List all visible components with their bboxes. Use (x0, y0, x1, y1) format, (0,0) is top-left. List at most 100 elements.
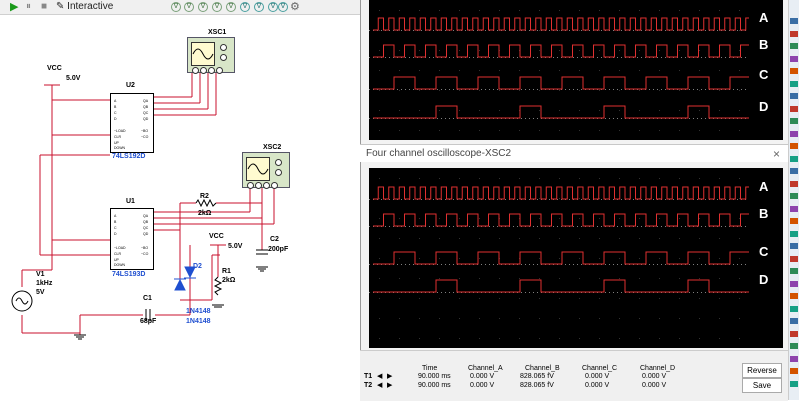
interactive-mode-button[interactable]: ✎ Interactive (56, 0, 113, 14)
instrument-icon[interactable] (790, 80, 798, 87)
xsc1-grid-dot (699, 110, 700, 111)
xsc1-grid-dot (659, 110, 660, 111)
svg-text:QC: QC (143, 226, 149, 230)
settings-icon[interactable]: ⚙ (290, 1, 300, 13)
reverse-button[interactable]: Reverse (742, 363, 782, 378)
xsc2-grid-dot (579, 258, 580, 259)
xsc1-grid-dot (619, 110, 620, 111)
xsc2-window-titlebar[interactable]: Four channel oscilloscope-XSC2 × (360, 144, 788, 163)
xsc1-channel-c-label: C (759, 67, 769, 82)
xsc2-grid-dot (719, 238, 720, 239)
xsc1-grid-dot (579, 70, 580, 71)
xsc2-grid-dot (619, 298, 620, 299)
t1-left-arrow-icon[interactable]: ◀ (377, 373, 383, 380)
instrument-icon[interactable] (790, 155, 798, 162)
t1-channel-b: 828.065 fV (520, 373, 554, 380)
toolbar-round-button-1[interactable]: ∇ (171, 2, 181, 12)
toolbar-round-button-9[interactable]: ∇ (278, 2, 288, 12)
svg-text:C: C (114, 111, 117, 115)
t2-channel-c: 0.000 V (585, 382, 610, 389)
instrument-icon[interactable] (790, 68, 798, 74)
toolbar-round-button-7[interactable]: ∇ (254, 2, 264, 12)
instrument-icon[interactable] (790, 268, 798, 274)
save-button[interactable]: Save (742, 378, 782, 393)
xsc1-terminal-d (216, 67, 223, 74)
instrument-icon[interactable] (790, 318, 798, 324)
svg-text:QA: QA (143, 214, 149, 218)
instrument-icon[interactable] (790, 280, 798, 287)
t2-left-arrow-icon[interactable]: ◀ (377, 382, 383, 389)
xsc2-grid-dot (539, 338, 540, 339)
instrument-icon[interactable] (790, 118, 798, 124)
instrument-icon[interactable] (790, 355, 798, 362)
xsc2-grid-dot (699, 338, 700, 339)
toolbar-round-button-6[interactable]: ∇ (240, 2, 250, 12)
xsc1-oscilloscope-icon[interactable] (187, 37, 235, 74)
stop-icon[interactable]: ■ (41, 1, 48, 12)
pause-icon[interactable]: ⏸ (26, 1, 31, 12)
xsc2-grid-dot (739, 198, 740, 199)
xsc2-grid-dot (439, 318, 440, 319)
instrument-icon[interactable] (790, 43, 798, 49)
instrument-icon[interactable] (790, 243, 798, 249)
instrument-icon[interactable] (790, 368, 798, 374)
play-icon[interactable]: ▶ (10, 1, 19, 13)
instrument-icon[interactable] (790, 18, 798, 24)
instrument-icon[interactable] (790, 105, 798, 112)
instrument-icon[interactable] (790, 168, 798, 174)
t1-right-arrow-icon[interactable]: ▶ (387, 373, 393, 380)
instrument-icon[interactable] (790, 218, 798, 224)
toolbar-round-button-2[interactable]: ∇ (184, 2, 194, 12)
instrument-icon[interactable] (790, 255, 798, 262)
instrument-icon[interactable] (790, 305, 798, 312)
instrument-icon[interactable] (790, 330, 798, 337)
instrument-icon[interactable] (790, 130, 798, 137)
close-icon[interactable]: × (772, 147, 780, 161)
instrument-icon[interactable] (790, 143, 798, 149)
instrument-icon[interactable] (790, 93, 798, 99)
xsc1-grid-dot (479, 90, 480, 91)
svg-text:QB: QB (143, 105, 149, 109)
xsc2-terminal-d (271, 182, 278, 189)
xsc1-grid-dot (739, 90, 740, 91)
xsc2-grid-dot (639, 238, 640, 239)
instrument-icon[interactable] (790, 380, 798, 387)
instrument-icon[interactable] (790, 193, 798, 199)
instrument-icon[interactable] (790, 55, 798, 62)
toolbar-round-button-4[interactable]: ∇ (212, 2, 222, 12)
toolbar-round-button-8[interactable]: ∇ (268, 2, 278, 12)
u2-name: U2 (126, 82, 135, 89)
xsc2-grid-dot (619, 278, 620, 279)
xsc2-oscilloscope-icon[interactable] (242, 152, 290, 189)
xsc1-grid-dot (699, 130, 700, 131)
instrument-icon[interactable] (790, 343, 798, 349)
xsc2-grid-dot (539, 238, 540, 239)
xsc2-grid-dot (719, 278, 720, 279)
t2-time: 90.000 ms (418, 382, 451, 389)
xsc2-grid-dot (439, 178, 440, 179)
xsc2-grid-dot (379, 178, 380, 179)
toolbar-round-button-5[interactable]: ∇ (226, 2, 236, 12)
xsc2-grid-dot (459, 318, 460, 319)
xsc2-grid-dot (599, 218, 600, 219)
instrument-icon[interactable] (790, 30, 798, 37)
instrument-icon[interactable] (790, 180, 798, 187)
xsc2-grid-dot (599, 178, 600, 179)
instrument-icon[interactable] (790, 230, 798, 237)
instrument-icon[interactable] (790, 205, 798, 212)
svg-text:~CO: ~CO (141, 252, 149, 256)
instrument-icon[interactable] (790, 293, 798, 299)
xsc1-grid-dot (699, 10, 700, 11)
xsc1-display[interactable]: A B C D (369, 0, 783, 140)
t2-right-arrow-icon[interactable]: ▶ (387, 382, 393, 389)
xsc1-grid-dot (639, 10, 640, 11)
xsc2-grid-dot (699, 298, 700, 299)
xsc2-display[interactable]: A B C D (369, 168, 783, 348)
xsc1-grid-dot (519, 90, 520, 91)
xsc1-grid-dot (559, 10, 560, 11)
toolbar-round-button-3[interactable]: ∇ (198, 2, 208, 12)
